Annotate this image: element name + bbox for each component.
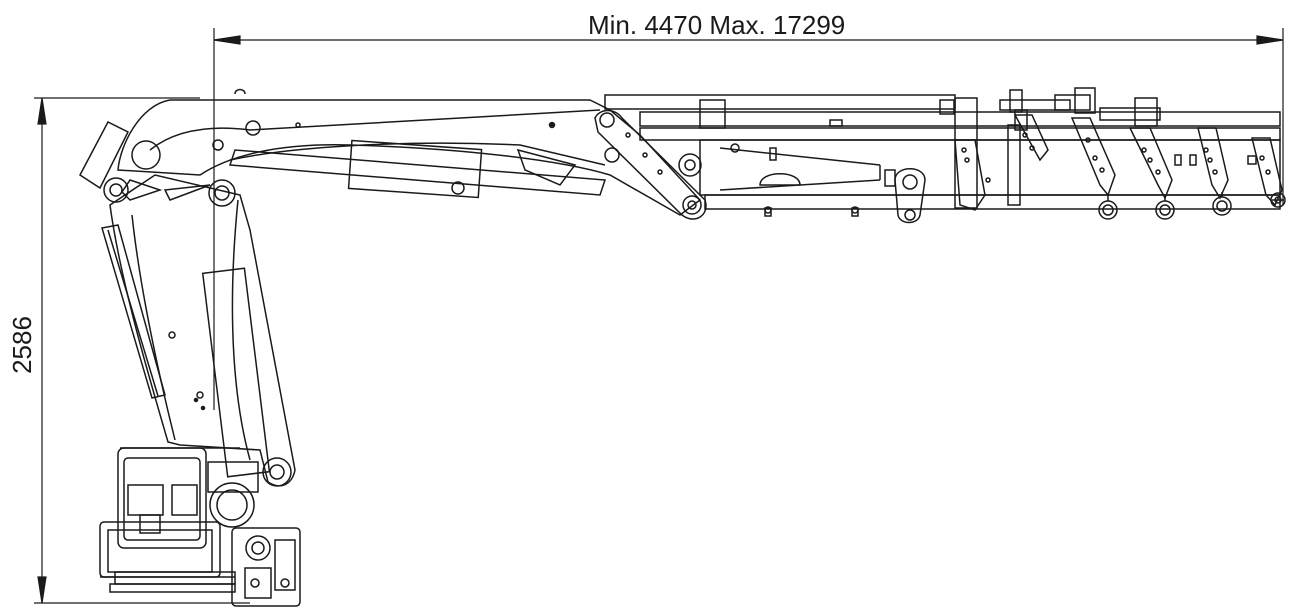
boom-attachment-plate	[885, 169, 925, 223]
extension-booms	[605, 95, 1280, 216]
vertical-dimension-line	[34, 98, 250, 603]
hydraulic-lines	[940, 88, 1160, 208]
horizontal-dimension-line	[214, 28, 1283, 410]
lifting-cylinder	[230, 141, 605, 198]
reach-dimension-label: Min. 4470 Max. 17299	[588, 10, 846, 40]
lifting-eyes	[1099, 192, 1285, 219]
boom-tip-brackets	[955, 115, 1282, 210]
main-boom	[80, 90, 700, 216]
crane-base	[100, 448, 300, 606]
crane-column	[102, 175, 295, 486]
link-arms	[595, 111, 706, 220]
